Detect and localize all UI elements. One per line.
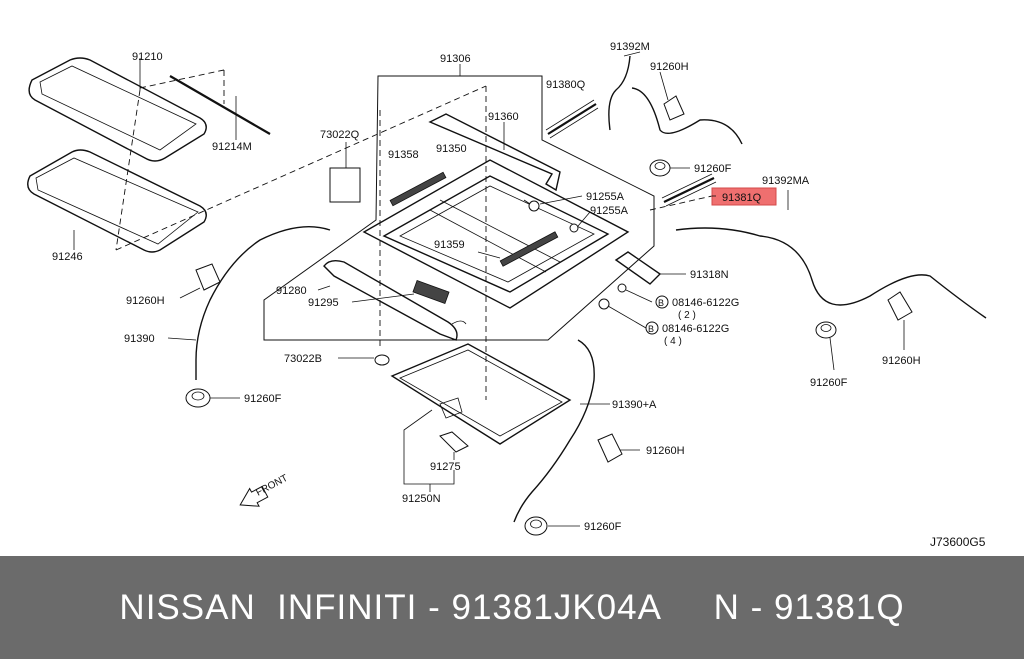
sunshade-91250n xyxy=(390,343,572,445)
label-91260h-bottom: 91260H xyxy=(882,355,921,367)
label-91275: 91275 xyxy=(430,461,461,473)
label-91260f-top: 91260F xyxy=(694,163,732,175)
drain-hose-91390 xyxy=(195,225,331,380)
label-91210: 91210 xyxy=(132,51,163,63)
drain-hose-91392m xyxy=(608,55,631,131)
label-91260f-right-rear: 91260F xyxy=(810,377,848,389)
pad-73022q xyxy=(329,167,361,203)
grommet-91260f-left xyxy=(185,388,211,408)
clip-91260h-left xyxy=(195,263,221,291)
label-91214m: 91214M xyxy=(212,141,252,153)
clip-73022b xyxy=(338,354,390,366)
screw-91255a-2 xyxy=(569,223,579,233)
label-91359: 91359 xyxy=(434,239,465,251)
label-91246: 91246 xyxy=(52,251,83,263)
bolt-b xyxy=(598,298,647,329)
bolt-symbol-b-text: B xyxy=(648,324,654,334)
grommet-91260f-right-rear xyxy=(815,321,837,339)
label-08146-b-qty: ( 4 ) xyxy=(664,336,682,347)
weatherstrip-91214m xyxy=(169,75,271,135)
label-08146-a: 08146-6122G xyxy=(672,297,739,309)
mechanism-91358 xyxy=(389,171,447,207)
part-91381q-highlighted-strip xyxy=(663,177,715,203)
label-91260h-top: 91260H xyxy=(650,61,689,73)
clip-91260h-right xyxy=(597,433,623,463)
label-91318n: 91318N xyxy=(690,269,729,281)
label-08146-b: 08146-6122G xyxy=(662,323,729,335)
mechanism-91359 xyxy=(499,231,559,267)
drain-hose-91392ma xyxy=(675,227,987,319)
label-91392ma: 91392MA xyxy=(762,175,810,187)
seal-91246 xyxy=(27,149,207,253)
label-front: FRONT xyxy=(254,473,290,499)
sunroof-frame-91350 xyxy=(362,159,630,309)
highlight-91381q xyxy=(711,187,777,206)
label-91260h-left: 91260H xyxy=(126,295,165,307)
label-91380q: 91380Q xyxy=(546,79,586,91)
label-91255a-2: 91255A xyxy=(590,205,629,217)
label-08146-a-qty: ( 2 ) xyxy=(678,310,696,321)
label-91390: 91390 xyxy=(124,333,155,345)
label-91250n: 91250N xyxy=(402,493,441,505)
handle-91275 xyxy=(439,431,469,453)
grommet-91260f-bottom xyxy=(524,516,548,536)
label-91260f-bottom: 91260F xyxy=(584,521,622,533)
part-number-banner: NISSAN INFINITI - 91381JK04A N - 91381Q xyxy=(0,556,1024,659)
label-91295: 91295 xyxy=(308,297,339,309)
bolt-symbol-a-text: B xyxy=(658,298,664,308)
label-91350: 91350 xyxy=(436,143,467,155)
bolt-symbol-b xyxy=(645,321,659,335)
label-91381q: 91381Q xyxy=(722,192,762,204)
bolt-a xyxy=(617,283,653,303)
bracket-91318n xyxy=(614,251,662,285)
drain-hose-91390a xyxy=(513,339,595,523)
label-91360: 91360 xyxy=(488,111,519,123)
label-91358: 91358 xyxy=(388,149,419,161)
label-91390a: 91390+A xyxy=(612,399,657,411)
frame-assembly-box-91306 xyxy=(263,75,655,341)
label-73022q: 73022Q xyxy=(320,129,360,141)
bolt-symbol-a xyxy=(655,295,669,309)
label-91255a-1: 91255A xyxy=(586,191,625,203)
rail-91360 xyxy=(428,113,561,192)
diagram-code: J73600G5 xyxy=(930,535,986,549)
clip-91260h-right-rear xyxy=(887,291,913,321)
front-direction-arrow xyxy=(239,485,269,507)
screw-91255a-1 xyxy=(523,199,540,212)
parts-diagram: B B xyxy=(27,41,987,549)
grommet-91260f-top xyxy=(649,159,671,177)
label-91260h-right: 91260H xyxy=(646,445,685,457)
label-91392m: 91392M xyxy=(610,41,650,53)
label-91260f-left: 91260F xyxy=(244,393,282,405)
motor-91295 xyxy=(412,280,450,304)
label-91306: 91306 xyxy=(440,53,471,65)
label-73022b: 73022B xyxy=(284,353,322,365)
clip-91260h-top xyxy=(663,95,685,121)
glass-panel-91210 xyxy=(28,57,207,162)
banner-text: NISSAN INFINITI - 91381JK04A N - 91381Q xyxy=(119,587,905,627)
deflector-91280 xyxy=(323,259,458,341)
drain-strip-91380q xyxy=(545,99,599,139)
label-91280: 91280 xyxy=(276,285,307,297)
